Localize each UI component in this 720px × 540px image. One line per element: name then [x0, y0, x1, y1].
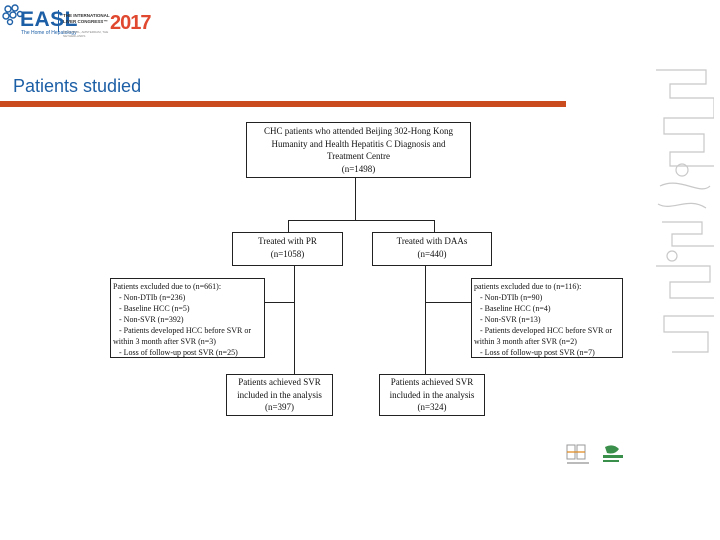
slide-title: Patients studied	[13, 76, 142, 96]
box-svr-daa: Patients achieved SVR included in the an…	[379, 374, 485, 416]
congress-name: THE INTERNATIONAL LIVER CONGRESS™	[63, 13, 110, 24]
box-treated-daa-text: Treated with DAAs (n=440)	[396, 236, 468, 259]
congress-year: 2017	[110, 12, 151, 34]
easl-logo: EASL	[20, 8, 79, 31]
box-all-patients-text: CHC patients who attended Beijing 302-Ho…	[264, 126, 453, 174]
connector-to-pr	[288, 220, 289, 232]
hospital-logo-icon	[603, 445, 623, 462]
box-treated-pr-text: Treated with PR (n=1058)	[258, 236, 317, 259]
box-all-patients: CHC patients who attended Beijing 302-Ho…	[246, 122, 471, 178]
box-svr-daa-text: Patients achieved SVR included in the an…	[389, 377, 475, 412]
connector-to-excl-left	[265, 302, 295, 303]
easl-tagline: The Home of Hepatology	[21, 30, 77, 36]
title-underline-bar	[0, 101, 566, 107]
connector-top-down	[355, 178, 356, 220]
logo-divider	[58, 10, 59, 32]
box-svr-pr: Patients achieved SVR included in the an…	[226, 374, 333, 416]
header: EASL The Home of Hepatology THE INTERNAT…	[0, 0, 720, 40]
box-treated-pr: Treated with PR (n=1058)	[232, 232, 343, 266]
easl-dots-logo-icon	[2, 4, 24, 26]
congress-subtitle: 19-23 APRIL, AMSTERDAM, THE NETHERLANDS	[63, 30, 109, 38]
decorative-pattern-icon	[656, 69, 714, 353]
box-excluded-pr: Patients excluded due to (n=661): - Non-…	[110, 278, 265, 358]
box-excluded-pr-text: Patients excluded due to (n=661): - Non-…	[113, 282, 251, 357]
box-excluded-daa-text: patients excluded due to (n=116): - Non-…	[474, 282, 612, 357]
box-excluded-daa: patients excluded due to (n=116): - Non-…	[471, 278, 623, 358]
box-svr-pr-text: Patients achieved SVR included in the an…	[237, 377, 322, 412]
partner-logos-icon	[566, 444, 623, 464]
connector-pr-down	[294, 266, 295, 374]
connector-split-horizontal	[288, 220, 435, 221]
connector-to-daa	[434, 220, 435, 232]
connector-daa-down	[425, 266, 426, 374]
hkhh-logo-icon	[566, 444, 589, 464]
connector-to-excl-right	[425, 302, 471, 303]
box-treated-daa: Treated with DAAs (n=440)	[372, 232, 492, 266]
